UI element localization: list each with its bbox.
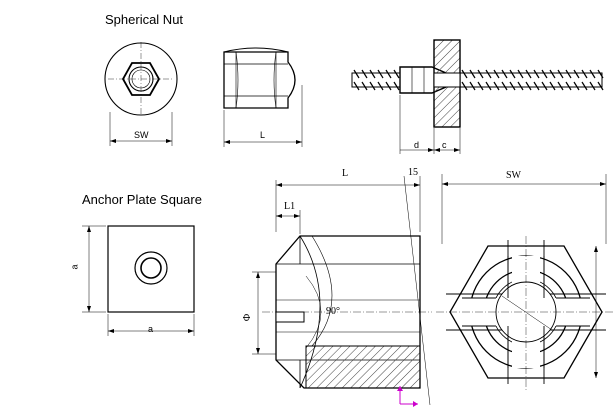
thread-tooth: [485, 81, 492, 91]
thread-tooth: [393, 81, 400, 91]
thread-tooth: [377, 69, 384, 79]
thread-tooth: [549, 81, 556, 91]
thread-tooth: [589, 81, 596, 91]
c-assembly-label: c: [442, 140, 447, 150]
thread-tooth: [485, 69, 492, 79]
a-vertical-label: a: [69, 264, 80, 270]
thread-tooth: [469, 81, 476, 91]
l-section-label: L: [342, 168, 349, 179]
thread-tooth: [353, 69, 360, 79]
l1-section-label: L1: [284, 201, 296, 212]
thread-tooth: [377, 81, 384, 91]
angle-90-label: 90°: [326, 306, 340, 317]
a-horizontal-label: a: [148, 324, 154, 334]
thread-tooth: [589, 69, 596, 79]
sw-end-label: SW: [506, 170, 521, 181]
thread-tooth: [477, 69, 484, 79]
thread-tooth: [597, 69, 604, 79]
d-assembly-label: d: [414, 140, 420, 150]
thread-tooth: [525, 81, 532, 91]
thread-tooth: [501, 81, 508, 91]
thread-tooth: [565, 69, 572, 79]
anchor-plate-view: [82, 225, 195, 336]
end-view: [436, 174, 614, 392]
thread-tooth: [581, 81, 588, 91]
assembly-view: [351, 39, 604, 154]
thread-tooth: [385, 81, 392, 91]
thread-tooth: [597, 81, 604, 91]
thread-tooth: [461, 81, 468, 91]
cursor-marker: [397, 386, 418, 407]
thread-tooth: [581, 69, 588, 79]
thread-tooth: [369, 69, 376, 79]
thread-tooth: [517, 69, 524, 79]
anchor-plate-title: Anchor Plate Square: [82, 192, 202, 207]
thread-tooth: [361, 69, 368, 79]
thread-tooth: [501, 69, 508, 79]
angle-15-label: 15: [408, 167, 418, 178]
thread-tooth: [573, 81, 580, 91]
thread-tooth: [533, 69, 540, 79]
thread-tooth: [549, 69, 556, 79]
thread-tooth: [493, 81, 500, 91]
thread-tooth: [517, 81, 524, 91]
thread-tooth: [477, 81, 484, 91]
section-view: [252, 175, 432, 406]
phi-label: Φ: [242, 313, 254, 322]
thread-tooth: [573, 69, 580, 79]
thread-tooth: [461, 69, 468, 79]
l-side-label: L: [260, 130, 266, 140]
nut-front-view: [104, 42, 178, 146]
thread-tooth: [557, 69, 564, 79]
sw-front-label: SW: [134, 130, 149, 140]
thread-tooth: [393, 69, 400, 79]
thread-tooth: [565, 81, 572, 91]
thread-tooth: [525, 69, 532, 79]
spherical-nut-title: Spherical Nut: [105, 12, 184, 27]
thread-tooth: [361, 81, 368, 91]
thread-tooth: [509, 81, 516, 91]
thread-tooth: [469, 69, 476, 79]
thread-tooth: [557, 81, 564, 91]
thread-tooth: [353, 81, 360, 91]
thread-tooth: [541, 81, 548, 91]
thread-tooth: [493, 69, 500, 79]
thread-tooth: [385, 69, 392, 79]
thread-tooth: [509, 69, 516, 79]
nut-side-view: [223, 47, 303, 147]
thread-tooth: [369, 81, 376, 91]
thread-tooth: [541, 69, 548, 79]
thread-tooth: [533, 81, 540, 91]
